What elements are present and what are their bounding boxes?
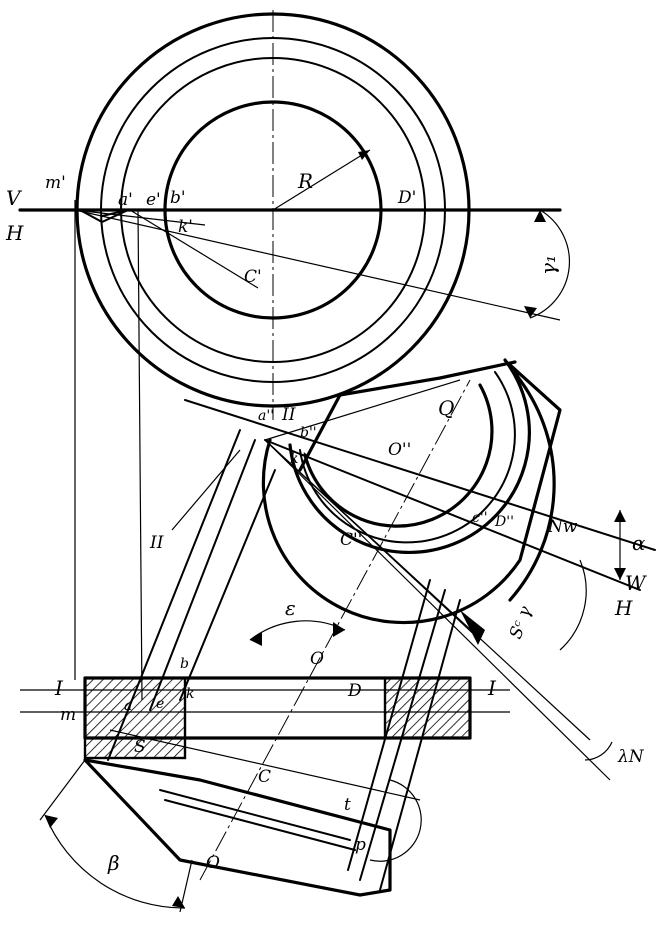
label-a-prime: a'	[118, 190, 133, 210]
label-R: R	[297, 169, 313, 193]
label-I-left: I	[54, 676, 64, 700]
gamma-arrow-1	[534, 210, 546, 222]
mid-inner-arc-2	[299, 371, 516, 544]
s-line	[264, 439, 481, 641]
beta-arrow-1	[45, 815, 58, 828]
top-view	[18, 10, 570, 701]
gamma-line	[74, 209, 561, 321]
tool-left-edge-2	[149, 439, 256, 711]
label-O-dprime: O''	[388, 440, 411, 460]
mid-outer-arc	[261, 363, 562, 625]
beta-arc	[44, 814, 186, 909]
label-C-low: C	[258, 767, 271, 787]
nw-line	[184, 399, 656, 551]
tool-bottom-line-1	[159, 789, 351, 841]
alpha-arrow-1	[614, 510, 626, 522]
o-dprime-line	[264, 379, 461, 441]
label-I-right: I	[487, 676, 497, 700]
tool-right-edge-1	[379, 599, 461, 891]
label-b-low: b	[180, 656, 189, 672]
label-O-bottom: O	[206, 853, 220, 873]
label-k-dprime: k''	[290, 451, 306, 467]
radius-arrow	[358, 150, 370, 160]
right-hatched-block	[383, 676, 472, 740]
beta-arrow-2	[172, 896, 185, 908]
label-Nw: Nw	[547, 517, 578, 537]
w-line	[264, 439, 641, 591]
label-k-prime: k'	[178, 217, 193, 237]
lambda-arc	[584, 741, 613, 761]
label-D-low: D	[347, 681, 362, 701]
mid-top-edge	[298, 360, 517, 472]
tip-hatch	[460, 610, 485, 645]
label-a-low: a	[124, 698, 132, 714]
k-prime-line	[74, 209, 206, 226]
top-tool-tip	[79, 209, 129, 224]
label-O-mid: O	[310, 649, 324, 669]
workpiece-body	[83, 676, 472, 740]
ii-leader	[171, 449, 241, 531]
bottom-section	[20, 676, 613, 913]
label-S-gamma: Sᶜ γ	[506, 603, 536, 642]
label-m-prime: m'	[45, 173, 66, 193]
s-gamma-arc	[559, 559, 587, 651]
labels: m' V H a' e' b' k' R D' C' γ₁ Q O'' a'' …	[5, 169, 647, 875]
label-H-top: H	[5, 221, 24, 245]
s-t-line	[109, 729, 421, 801]
label-b-prime: b'	[170, 188, 186, 208]
label-II-top: II	[281, 405, 296, 425]
label-W: W	[625, 571, 647, 595]
label-m-left: m	[60, 705, 76, 725]
t-arc	[369, 779, 422, 862]
label-p-low: p	[355, 835, 366, 855]
label-beta: β	[107, 851, 120, 875]
label-gamma-l: γ₁	[536, 255, 560, 275]
alpha-arrow-2	[614, 568, 626, 580]
label-b-dprime: b''	[300, 425, 317, 441]
projection-line-e	[137, 209, 143, 701]
label-C-dprime: C''	[340, 530, 362, 550]
label-H-right: H	[614, 596, 633, 620]
label-V: V	[6, 186, 23, 210]
label-e-low: e	[156, 696, 164, 712]
lambda-line-2	[264, 439, 611, 781]
tool-bottom-line-2	[164, 799, 356, 851]
label-D-prime: D'	[397, 188, 416, 208]
radius-r-line	[272, 149, 371, 211]
mid-inner-arc-1	[288, 358, 531, 554]
epsilon-arrow-1	[250, 632, 262, 646]
label-II-left: II	[149, 533, 164, 553]
label-alpha: α	[632, 531, 646, 555]
label-lambda-N: λN	[617, 747, 645, 767]
label-epsilon: ε	[285, 596, 296, 620]
tool-bottom-outline	[83, 758, 392, 897]
label-Q: Q	[438, 396, 454, 420]
mid-inner-arc-3	[303, 383, 494, 528]
label-S-low: S	[134, 737, 146, 757]
tool-left-edge-3	[179, 469, 276, 701]
c-prime-line	[129, 209, 259, 289]
gamma-arc	[529, 209, 570, 319]
label-t-low: t	[344, 795, 351, 815]
label-k-low: k	[186, 686, 194, 702]
beta-ext-1	[39, 759, 86, 821]
label-c-dprime: c''	[472, 510, 488, 526]
label-C-prime: C'	[244, 267, 262, 287]
epsilon-arrow-2	[333, 622, 345, 637]
gamma-arrow-2	[524, 306, 537, 318]
label-a-dprime: a''	[258, 408, 274, 424]
label-D-dprime: D''	[494, 514, 514, 530]
label-e-prime: e'	[146, 190, 161, 210]
middle-view	[107, 358, 656, 891]
